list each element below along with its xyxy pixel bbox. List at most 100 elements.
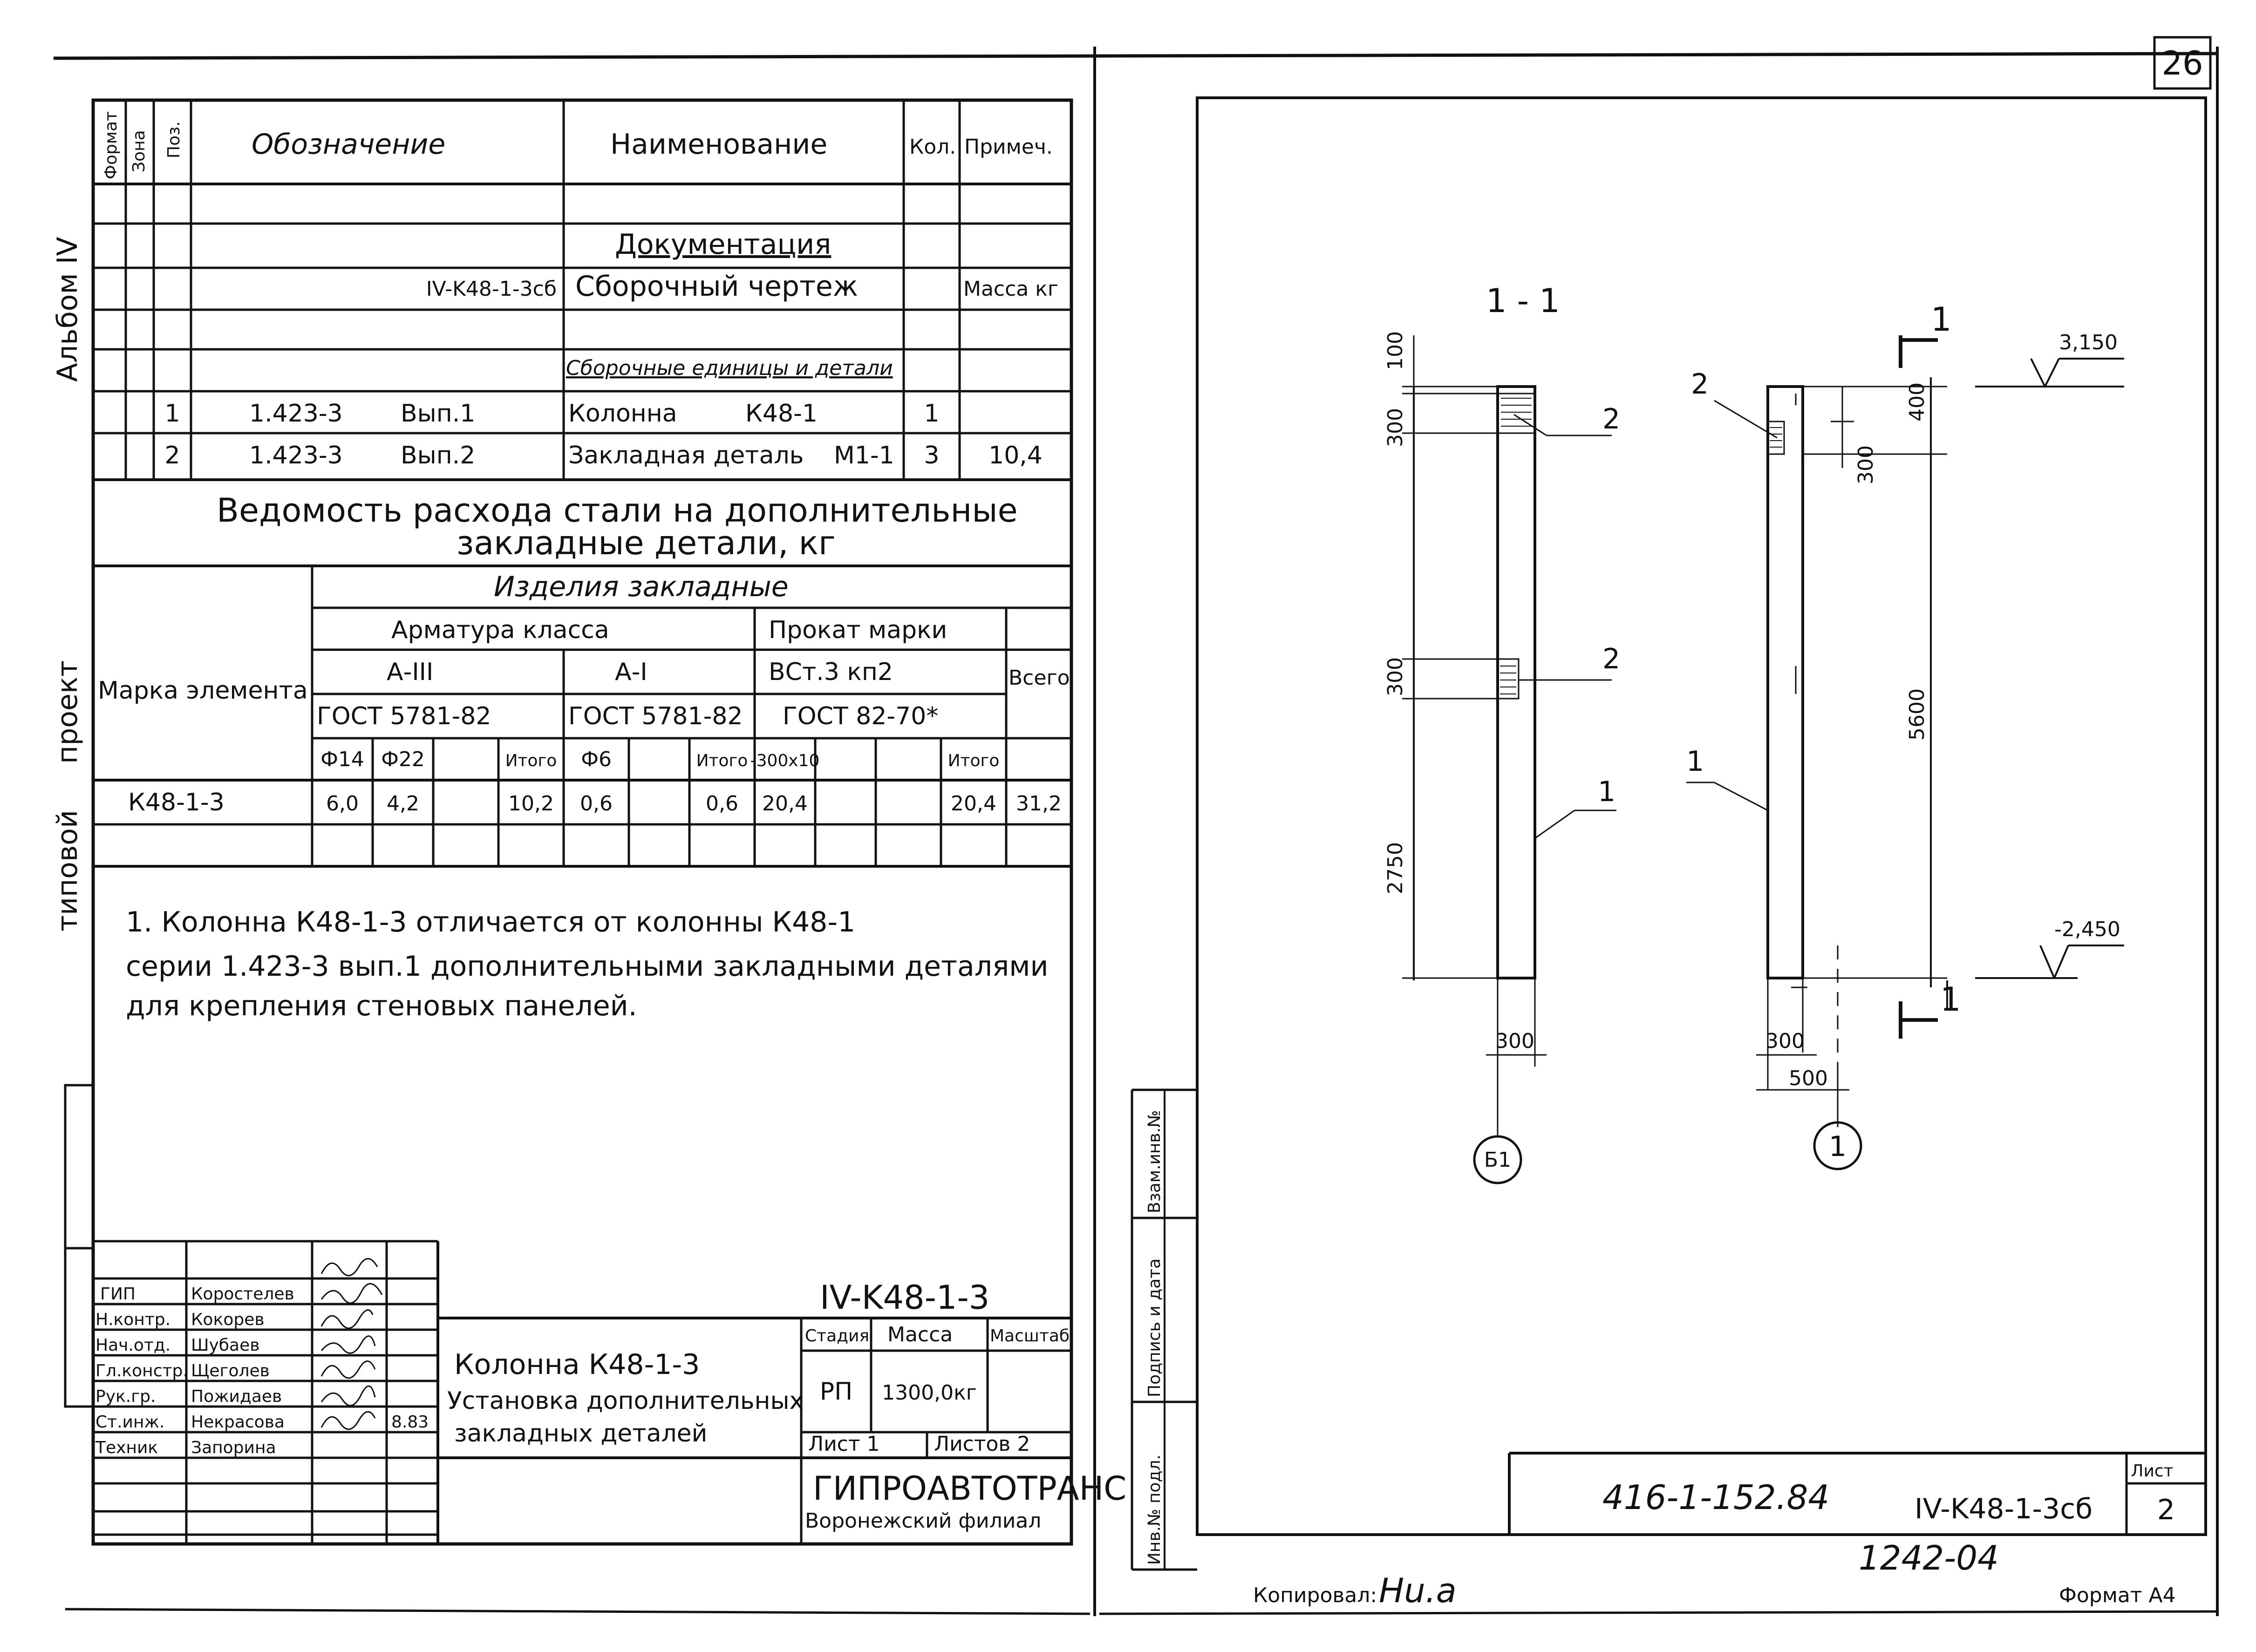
album-label: Альбом IV xyxy=(51,237,84,382)
tb-stage-label: Стадия xyxy=(805,1326,869,1346)
axis-left: Б1 xyxy=(1484,1148,1511,1172)
sub-col: Итого xyxy=(696,751,748,770)
group-header: Изделия закладные xyxy=(494,571,789,603)
class-a1: А-I xyxy=(615,658,647,686)
tb-role: Нач.отд. xyxy=(95,1336,170,1355)
row2-name: Закладная деталь xyxy=(568,442,804,469)
steel-cell: 0,6 xyxy=(580,792,613,816)
hdr-format: Формат xyxy=(102,111,121,179)
sheet-number: 26 xyxy=(2161,44,2203,82)
tb-role: Гл.констр. xyxy=(95,1361,188,1380)
typical-label: типовой xyxy=(51,810,84,931)
tb-role: ГИП xyxy=(100,1285,136,1304)
row1-designation: 1.423-3 xyxy=(249,400,343,428)
callout-emb: 2 xyxy=(1602,643,1620,675)
elev-bottom: -2,450 xyxy=(2054,918,2120,941)
note-line-1: 1. Колонна К48-1-3 отличается от колонны… xyxy=(126,906,855,938)
hdr-pos: Поз. xyxy=(164,121,184,158)
note-line-3: для крепления стеновых панелей. xyxy=(126,990,637,1022)
dim-300-base: 300 xyxy=(1495,1029,1534,1053)
hdr-qty: Кол. xyxy=(909,135,956,159)
row2-pos: 2 xyxy=(164,442,180,469)
tb-mass: 1300,0кг xyxy=(882,1381,977,1405)
tb-name: Некрасова xyxy=(191,1413,285,1432)
tb-org: ГИПРОАВТОТРАНС xyxy=(813,1469,1126,1508)
tb-role: Ст.инж. xyxy=(95,1413,164,1432)
frame-sheet-label: Лист xyxy=(2131,1462,2173,1481)
stamp-code: 1242-04 xyxy=(1859,1538,1999,1577)
hdr-zone: Зона xyxy=(129,130,149,172)
format-label: Формат А4 xyxy=(2059,1584,2176,1607)
frame-sheet-value: 2 xyxy=(2157,1494,2175,1526)
section-label: 1 - 1 xyxy=(1486,282,1560,320)
tb-sheets: Листов 2 xyxy=(934,1432,1030,1456)
tb-title-3: закладных деталей xyxy=(454,1420,707,1448)
dim-2750: 2750 xyxy=(1384,842,1407,894)
tb-role: Рук.гр. xyxy=(95,1387,156,1406)
elev-top: 3,150 xyxy=(2059,331,2118,354)
axis-right: 1 xyxy=(1829,1130,1847,1163)
steel-cell: 10,2 xyxy=(508,792,554,816)
row2-designation: 1.423-3 xyxy=(249,442,343,469)
sub-col: -300х10 xyxy=(750,751,820,770)
tb-name: Кокорев xyxy=(191,1310,265,1329)
tb-scale-label: Масштаб xyxy=(990,1326,1070,1346)
steel-cell: 20,4 xyxy=(951,792,996,816)
tb-title-1: Колонна К48-1-3 xyxy=(454,1348,700,1381)
row2-mark: М1-1 xyxy=(834,442,894,469)
tb-mass-label: Масса xyxy=(887,1323,953,1346)
cut-mark-top: 1 xyxy=(1931,300,1952,339)
steel-total: 31,2 xyxy=(1016,792,1062,816)
copied-by-label: Копировал: xyxy=(1253,1584,1377,1607)
tb-role: Н.контр. xyxy=(95,1310,170,1329)
gost-3: ГОСТ 82-70* xyxy=(783,702,938,730)
tb-title-2: Установка дополнительных xyxy=(447,1387,804,1415)
gost-2: ГОСТ 5781-82 xyxy=(568,702,743,730)
steel-cell: 0,6 xyxy=(706,792,738,816)
steel-row-mark: К48-1-3 xyxy=(128,789,225,816)
tb-date: 8.83 xyxy=(391,1413,429,1432)
rolled-header: Прокат марки xyxy=(769,616,947,644)
cut-mark-bottom: 1 xyxy=(1940,980,1961,1019)
sub-col: Ф14 xyxy=(320,748,364,771)
row1-name: Колонна xyxy=(568,400,677,428)
row1-mark: К48-1 xyxy=(745,400,818,428)
dim-400: 400 xyxy=(1905,382,1929,421)
callout-emb: 2 xyxy=(1602,403,1620,435)
steel-title-1: Ведомость расхода стали на дополнительны… xyxy=(217,491,1018,530)
dim-5600: 5600 xyxy=(1905,688,1929,741)
gost-1: ГОСТ 5781-82 xyxy=(317,702,491,730)
tb-stage: РП xyxy=(820,1378,852,1406)
tb-org-branch: Воронежский филиал xyxy=(805,1509,1041,1533)
dim-100: 100 xyxy=(1384,331,1407,370)
project-number: 416-1-152.84 xyxy=(1602,1478,1829,1517)
doc-designation: IV-K48-1-3сб xyxy=(426,277,557,301)
doc-name: Сборочный чертеж xyxy=(575,270,858,303)
frame-label: Подпись и дата xyxy=(1145,1258,1164,1397)
callout-emb: 2 xyxy=(1691,368,1709,401)
copied-by-sign: Hu.a xyxy=(1379,1571,1457,1610)
tb-sheet: Лист 1 xyxy=(808,1432,879,1456)
frame-label: Взам.инв.№ xyxy=(1145,1110,1164,1213)
steel-cell: 20,4 xyxy=(762,792,808,816)
steel-title-2: закладные детали, кг xyxy=(457,524,836,562)
row1-issue: Вып.1 xyxy=(401,400,475,428)
tb-role: Техник xyxy=(95,1438,158,1457)
callout-col: 1 xyxy=(1598,775,1615,808)
frame-label: Инв.№ подл. xyxy=(1145,1455,1164,1565)
sub-col: Ф6 xyxy=(581,748,612,771)
hdr-note: Примеч. xyxy=(964,135,1053,159)
hdr-name: Наименование xyxy=(610,128,827,161)
dim-300: 300 xyxy=(1854,445,1878,484)
class-a3: А-III xyxy=(387,658,433,686)
note-line-2: серии 1.423-3 вып.1 дополнительными закл… xyxy=(126,950,1048,983)
row2-qty: 3 xyxy=(924,442,939,469)
signatures xyxy=(320,1258,383,1430)
steel-grade: ВСт.3 кп2 xyxy=(769,658,893,686)
dim-300: 300 xyxy=(1384,657,1407,696)
tb-name: Щеголев xyxy=(191,1361,270,1380)
frame-code: IV-K48-1-3сб xyxy=(1915,1493,2092,1525)
row2-note: 10,4 xyxy=(988,442,1043,469)
total-header: Всего xyxy=(1009,666,1070,690)
